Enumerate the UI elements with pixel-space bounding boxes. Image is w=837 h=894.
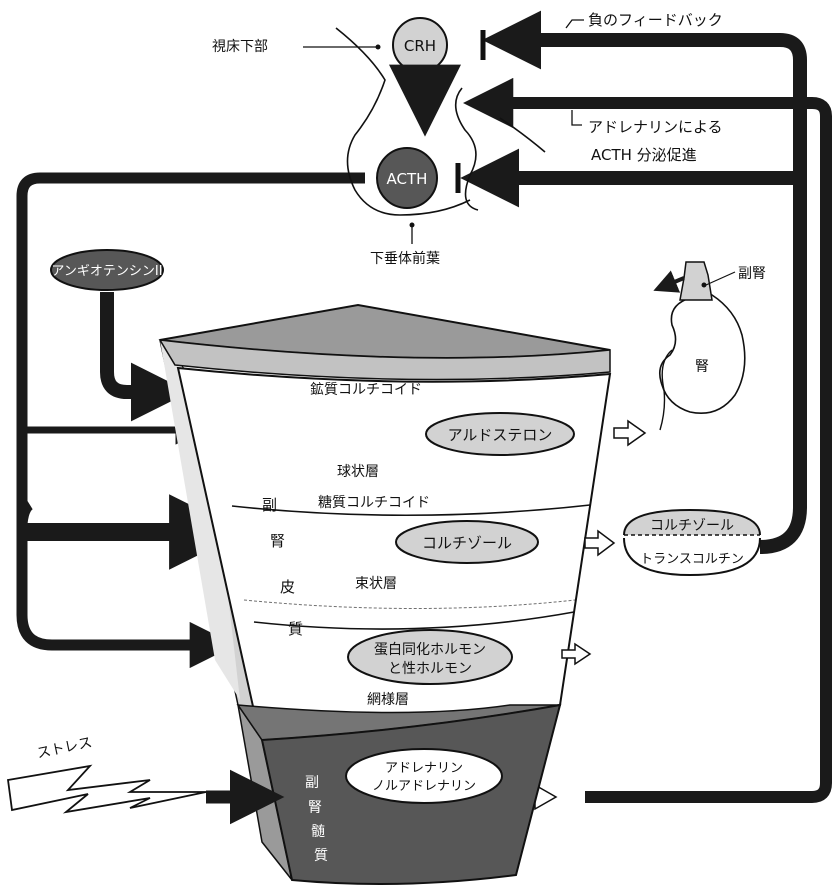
stress-label: ストレス	[36, 735, 94, 762]
adrenaline-acth-label-1: アドレナリンによる	[588, 118, 723, 136]
adrenaline-acth-label-2: ACTH 分泌促進	[591, 146, 697, 164]
aldosterone-label: アルドステロン	[448, 426, 553, 444]
kidney-sketch	[660, 262, 745, 430]
adrenal-gland-shape	[680, 262, 712, 300]
angiotensin-label: アンギオテンシンII	[51, 264, 162, 279]
catecholamine-label-1: アドレナリン	[385, 761, 463, 776]
medulla-char-3: 髄	[311, 824, 325, 840]
adrenal-gland-label: 副腎	[738, 266, 766, 282]
zona-glomerulosa-label: 球状層	[337, 464, 379, 480]
cortisol-output-arrow	[585, 531, 614, 555]
medulla-char-1: 副	[305, 775, 319, 791]
anterior-pituitary-label: 下垂体前葉	[370, 250, 440, 267]
anabolic-label-1: 蛋白同化ホルモン	[374, 642, 486, 658]
anabolic-label-2: と性ホルモン	[388, 661, 472, 677]
medulla-char-4: 質	[314, 848, 328, 864]
mineralocorticoid-label: 鉱質コルチコイド	[310, 381, 422, 398]
cortisol-bound-label: コルチゾール	[650, 518, 734, 534]
catecholamine-ellipse	[346, 749, 502, 803]
adrenaline-acth-annotation: アドレナリンによる ACTH 分泌促進	[572, 110, 723, 164]
cortex-char-4: 質	[288, 620, 303, 638]
lightning-bolt-icon	[8, 766, 206, 812]
transcortin-label: トランスコルチン	[640, 552, 744, 567]
negative-feedback-annotation: 負のフィードバック	[566, 11, 723, 29]
crh-label: CRH	[404, 37, 436, 55]
medulla-char-2: 腎	[308, 800, 322, 816]
zona-reticularis-label: 網様層	[367, 692, 409, 708]
cortex-char-1: 副	[262, 496, 277, 514]
cortex-char-2: 腎	[270, 532, 285, 550]
catecholamine-label-2: ノルアドレナリン	[372, 779, 476, 794]
cortex-char-3: 皮	[280, 578, 295, 596]
aldosterone-output-arrow	[614, 421, 645, 445]
negative-feedback-label: 負のフィードバック	[588, 11, 723, 29]
kidney-shape	[660, 293, 745, 413]
glucocorticoid-label: 糖質コルチコイド	[318, 495, 430, 511]
kidney-label: 腎	[695, 359, 709, 375]
hypothalamus-pituitary: CRH ACTH	[303, 18, 545, 244]
acth-label: ACTH	[387, 170, 428, 188]
zona-fasciculata-label: 束状層	[355, 576, 397, 592]
angiotensin-node: アンギオテンシンII	[51, 250, 172, 392]
hypothalamus-label: 視床下部	[212, 39, 268, 55]
cortisol-label: コルチゾール	[422, 534, 512, 552]
stress-bolt	[8, 766, 268, 812]
